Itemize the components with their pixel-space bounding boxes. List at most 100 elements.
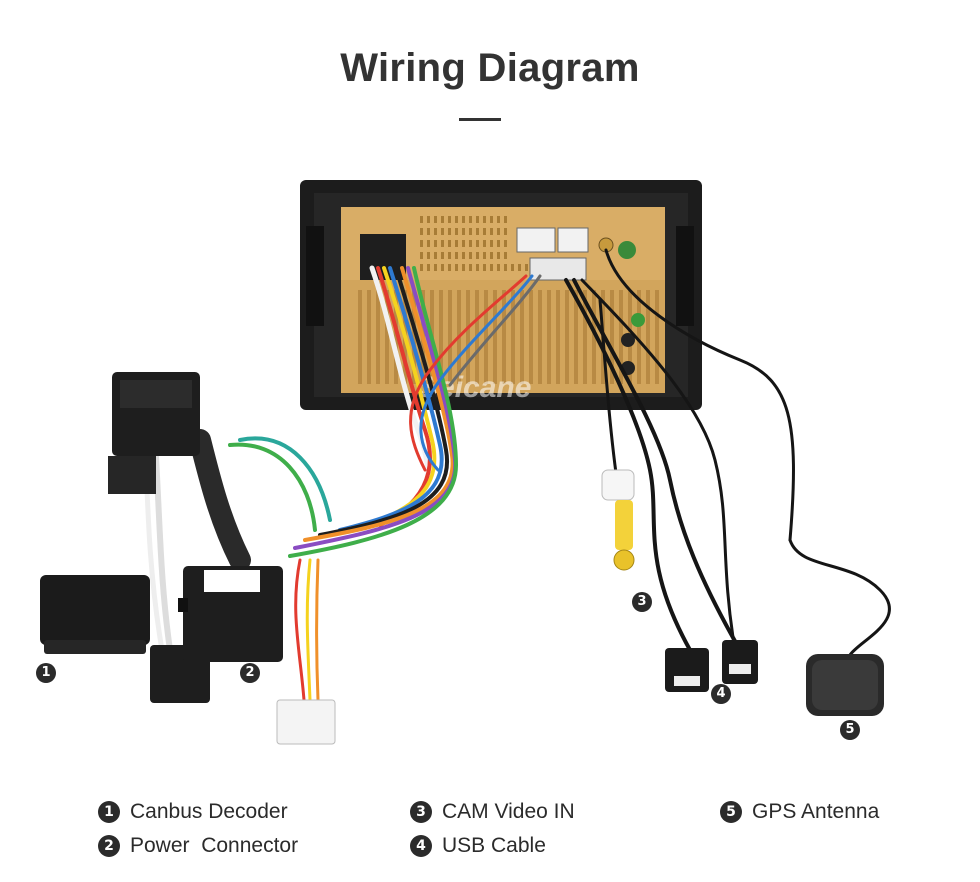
vent-slot	[592, 290, 596, 384]
vent-slot	[483, 240, 486, 247]
vent-slot	[504, 252, 507, 259]
vent-slot	[504, 240, 507, 247]
legend-label: Power Connector	[130, 834, 299, 857]
vent-slot	[455, 216, 458, 223]
vent-slot	[448, 228, 451, 235]
vent-slot	[441, 240, 444, 247]
vent-slot	[434, 216, 437, 223]
vent-slot	[476, 240, 479, 247]
vent-slot	[434, 240, 437, 247]
title-underline	[459, 118, 501, 121]
vent-slot	[420, 264, 423, 271]
legend-label: GPS Antenna	[752, 800, 880, 823]
vent-slot	[574, 290, 578, 384]
vent-slot	[434, 228, 437, 235]
vent-slot	[455, 240, 458, 247]
legend-item-usb-cable: 4 USB Cable	[410, 832, 546, 860]
vent-slot	[469, 240, 472, 247]
vent-slot	[462, 264, 465, 271]
vent-slot	[565, 290, 569, 384]
vent-slot	[547, 290, 551, 384]
vent-slot	[502, 290, 506, 384]
vent-slot	[448, 290, 452, 384]
vent-slot	[511, 290, 515, 384]
callout-marker-4: 4	[711, 684, 731, 704]
vent-slot	[420, 228, 423, 235]
vent-slot	[469, 216, 472, 223]
vent-slot	[520, 290, 524, 384]
vent-slot	[646, 290, 650, 384]
vent-slot	[448, 264, 451, 271]
vent-slot	[469, 228, 472, 235]
vent-slot	[497, 240, 500, 247]
usb-plugs	[665, 640, 758, 692]
vent-slot	[497, 228, 500, 235]
vent-slot	[448, 216, 451, 223]
vent-slot	[455, 264, 458, 271]
vent-slot	[427, 216, 430, 223]
vent-slot	[469, 264, 472, 271]
vent-slot	[490, 240, 493, 247]
legend-number: 5	[720, 801, 742, 823]
vent-slot	[476, 252, 479, 259]
vent-slot	[462, 216, 465, 223]
legend-item-canbus-decoder: 1 Canbus Decoder	[98, 798, 288, 826]
vent-slot	[497, 264, 500, 271]
legend-number: 1	[98, 801, 120, 823]
legend-item-power-connector: 2 Power Connector	[98, 832, 298, 860]
wiring-diagram-illustration: Seicane	[40, 180, 891, 745]
vent-slot	[655, 290, 659, 384]
vent-slot	[556, 290, 560, 384]
vent-slot	[420, 240, 423, 247]
gps-antenna	[806, 654, 884, 716]
vent-slot	[462, 228, 465, 235]
vent-slot	[490, 216, 493, 223]
vent-slot	[483, 252, 486, 259]
vent-slot	[441, 264, 444, 271]
vent-slot	[529, 290, 533, 384]
vent-slot	[427, 264, 430, 271]
page-title: Wiring Diagram	[340, 46, 640, 90]
vent-slot	[420, 216, 423, 223]
vent-slot	[434, 264, 437, 271]
vent-slot	[504, 216, 507, 223]
vent-slot	[583, 290, 587, 384]
white-plug	[276, 699, 336, 745]
legend-number: 4	[410, 835, 432, 857]
vent-slot	[497, 216, 500, 223]
vent-slot	[455, 252, 458, 259]
vent-slot	[497, 252, 500, 259]
rca-camera-plug	[601, 469, 635, 571]
vent-slot	[427, 228, 430, 235]
vent-slot	[439, 290, 443, 384]
vent-slot	[385, 290, 389, 384]
braided-sleeve	[189, 429, 251, 571]
vent-slot	[367, 290, 371, 384]
callout-marker-3: 3	[632, 592, 652, 612]
legend-number: 2	[98, 835, 120, 857]
vent-slot	[420, 252, 423, 259]
legend-number: 3	[410, 801, 432, 823]
vent-slot	[441, 228, 444, 235]
legend-label: CAM Video IN	[442, 800, 575, 823]
vent-slot	[610, 290, 614, 384]
vent-slot	[538, 290, 542, 384]
power-connector	[178, 566, 283, 662]
callout-marker-2: 2	[240, 663, 260, 683]
vent-slot	[504, 228, 507, 235]
vent-slot	[469, 252, 472, 259]
legend-label: Canbus Decoder	[130, 800, 288, 823]
stereo-head-unit: Seicane	[300, 180, 702, 410]
legend-item-gps-antenna: 5 GPS Antenna	[720, 798, 879, 826]
vent-slot	[476, 228, 479, 235]
vent-slot	[427, 240, 430, 247]
vent-slot	[484, 290, 488, 384]
vent-slot	[434, 252, 437, 259]
vent-slot	[441, 216, 444, 223]
legend-item-cam-video-in: 3 CAM Video IN	[410, 798, 575, 826]
vent-slot	[511, 264, 514, 271]
vent-slot	[476, 216, 479, 223]
vent-slot	[412, 290, 416, 384]
vent-slot	[427, 252, 430, 259]
quadlock-connector	[108, 372, 200, 494]
